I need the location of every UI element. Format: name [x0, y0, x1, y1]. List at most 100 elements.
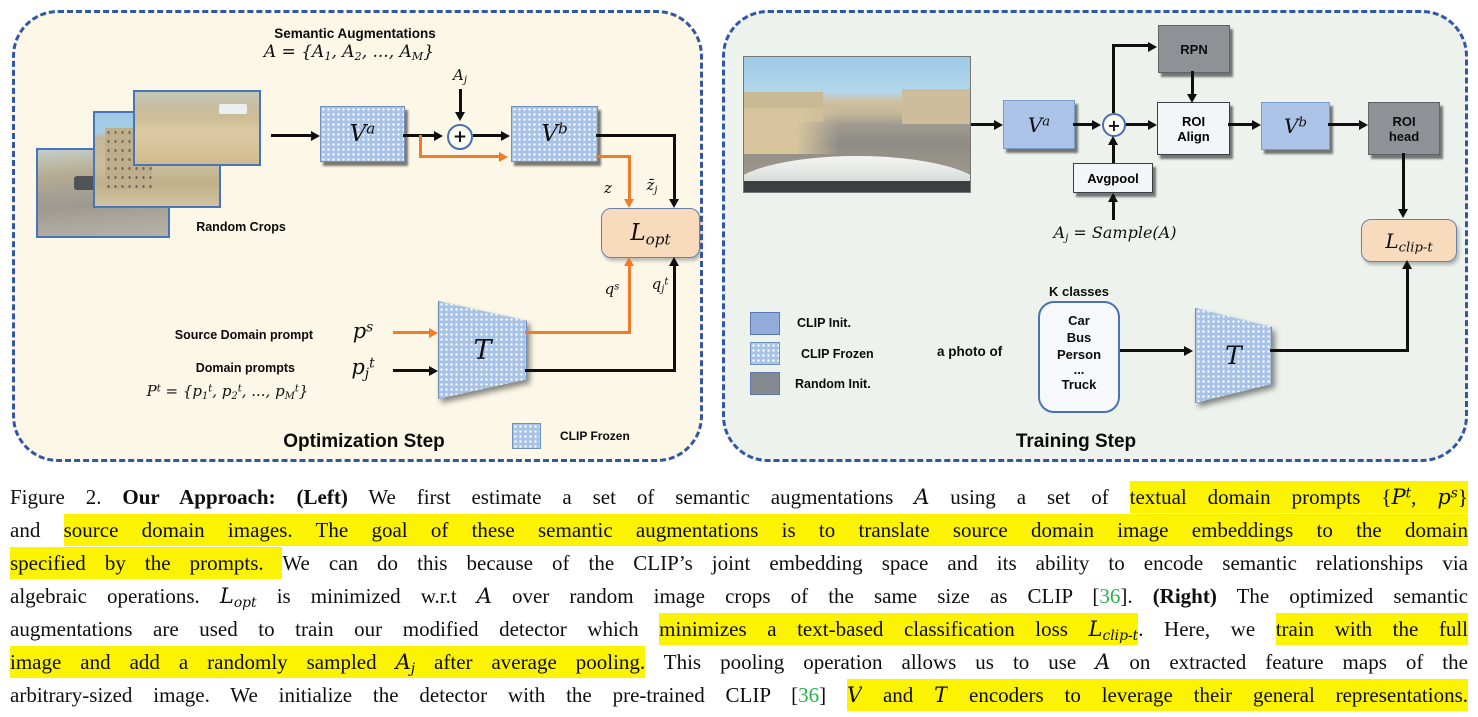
- arrowhead: [624, 199, 634, 208]
- arrowhead: [311, 130, 320, 141]
- training-step-title: Training Step: [1015, 431, 1137, 452]
- z-line-horizontal: [596, 155, 630, 158]
- arrowhead: [1092, 119, 1101, 130]
- k-classes-title: K classes: [1049, 284, 1109, 299]
- class-item-ellipsis: ...: [1073, 362, 1085, 377]
- image-encoder-vb-box: Vb: [511, 106, 598, 162]
- clip-frozen-swatch: [512, 423, 541, 449]
- arrow-sample-to-avgpool: [1112, 195, 1115, 220]
- sand-shape: [744, 108, 839, 155]
- dashboard-shape: [744, 181, 970, 192]
- qs-line-vertical: [628, 265, 631, 334]
- z-label: z: [604, 179, 612, 197]
- random-init-legend-label: Random Init.: [795, 377, 871, 391]
- arrowhead: [429, 327, 438, 338]
- class-item: Bus: [1066, 330, 1092, 345]
- arrow-plus-to-vb: [473, 134, 503, 137]
- line-t-out-horizontal: [1270, 349, 1409, 352]
- random-crops-label: Random Crops: [196, 220, 286, 234]
- arrow-va-to-plus: [1073, 123, 1095, 126]
- arrowhead: [501, 130, 510, 141]
- car-shape: [219, 103, 247, 114]
- arrow-roihead-to-loss: [1402, 153, 1405, 210]
- z-line-vertical: [628, 155, 631, 200]
- arrow-plus-to-roialign: [1126, 123, 1151, 126]
- vb-label: Vb: [541, 119, 568, 147]
- caption-line: and source domain images. The goal of th…: [10, 514, 1469, 547]
- clip-frozen-legend-label: CLIP Frozen: [560, 429, 630, 443]
- l-opt-label: Lopt: [630, 220, 671, 249]
- rpn-branch-horizontal: [1112, 44, 1150, 47]
- arrowhead: [455, 112, 465, 121]
- augmentation-set-formula: A = {A1, A2, ..., AM}: [263, 42, 435, 64]
- image-encoder-va-box: Va: [320, 106, 405, 162]
- va-label: Va: [349, 119, 376, 147]
- optimization-step-title: Optimization Step: [283, 431, 445, 452]
- arrow-roialign-to-vb: [1228, 123, 1255, 126]
- zbar-line-vertical: [673, 134, 676, 200]
- arrow-photo-to-va: [971, 123, 996, 126]
- q-j-t-label: qjt: [651, 275, 669, 295]
- p-j-t-label: pjt: [351, 355, 375, 382]
- caption-line: Figure 2. Our Approach: (Left) We first …: [10, 481, 1468, 514]
- arrowhead: [499, 152, 508, 162]
- line-t-out: [525, 369, 675, 372]
- arrow-aj-to-plus: [459, 89, 462, 113]
- optimization-panel: Semantic Augmentations A = {A1, A2, ...,…: [12, 10, 703, 462]
- domain-prompts-label: Domain prompts: [195, 361, 295, 375]
- aj-label: Aj: [453, 66, 467, 86]
- a-photo-of-label: a photo of: [937, 344, 1003, 359]
- t-label: T: [473, 334, 492, 366]
- class-item: Person: [1056, 347, 1102, 362]
- q-s-label: qs: [604, 280, 620, 298]
- va-label: Va: [1027, 112, 1051, 137]
- arrowhead: [1108, 193, 1118, 202]
- roi-head-box: ROI head: [1368, 102, 1440, 155]
- arrowhead: [1187, 94, 1197, 103]
- class-item: Truck: [1061, 377, 1097, 392]
- image-encoder-va-box: Va: [1003, 100, 1075, 149]
- orange-arrow-ps-to-t: [393, 331, 431, 334]
- roi-align-box: ROI Align: [1157, 102, 1230, 155]
- prompt-set-formula: Pt = {p1t, p2t, ..., pMt}: [146, 382, 309, 402]
- caption-line: specified by the prompts. We can do this…: [10, 547, 1468, 580]
- zbar-j-label: z̄j: [646, 176, 658, 196]
- clip-frozen-swatch: [750, 342, 780, 365]
- sample-formula: Aj = Sample(A): [1053, 223, 1177, 244]
- arrowhead: [669, 257, 679, 266]
- arrowhead: [1148, 119, 1157, 130]
- source-domain-prompt-label: Source Domain prompt: [174, 328, 313, 342]
- arrowhead: [1252, 119, 1261, 130]
- arrowhead: [994, 119, 1003, 130]
- figure-caption: Figure 2. Our Approach: (Left) We first …: [10, 481, 1469, 712]
- arrow-rpn-to-roialign: [1191, 71, 1194, 95]
- rpn-label: RPN: [1180, 41, 1208, 57]
- arrow-photos-to-va: [271, 134, 313, 137]
- arrowhead: [1398, 209, 1408, 218]
- arrowhead: [1148, 42, 1157, 52]
- roi-head-label: ROI head: [1388, 113, 1420, 144]
- buildings-right-shape: [902, 89, 970, 125]
- plus-icon: +: [447, 124, 473, 150]
- arrowhead: [1108, 136, 1118, 145]
- l-clip-t-label: Lclip-t: [1385, 228, 1433, 256]
- class-list-box: Car Bus Person ... Truck: [1038, 301, 1120, 413]
- arrowhead: [624, 257, 634, 266]
- optimization-loss-box: Lopt: [601, 208, 700, 258]
- arrow-classes-to-t: [1120, 349, 1186, 352]
- clip-frozen-legend-label: CLIP Frozen: [801, 347, 874, 361]
- caption-line: algebraic operations. Lopt is minimized …: [10, 584, 1469, 611]
- driving-scene-photo: [743, 56, 971, 193]
- avgpool-label: Avgpool: [1087, 170, 1139, 186]
- random-init-swatch: [750, 372, 780, 395]
- roi-align-label: ROI Align: [1177, 113, 1210, 144]
- training-panel: Va + RPN ROI Align Vb ROI head Avgpool A…: [722, 10, 1468, 462]
- arrowhead: [1402, 260, 1412, 269]
- p-s-label: ps: [352, 319, 374, 343]
- line-t-out-vertical: [1406, 268, 1409, 351]
- text-encoder-t-shape: T: [438, 301, 527, 399]
- clip-init-legend-label: CLIP Init.: [797, 316, 851, 330]
- t-label: T: [1225, 341, 1242, 370]
- text-encoder-t-shape: T: [1195, 308, 1272, 403]
- arrow-avgpool-to-plus: [1112, 139, 1115, 163]
